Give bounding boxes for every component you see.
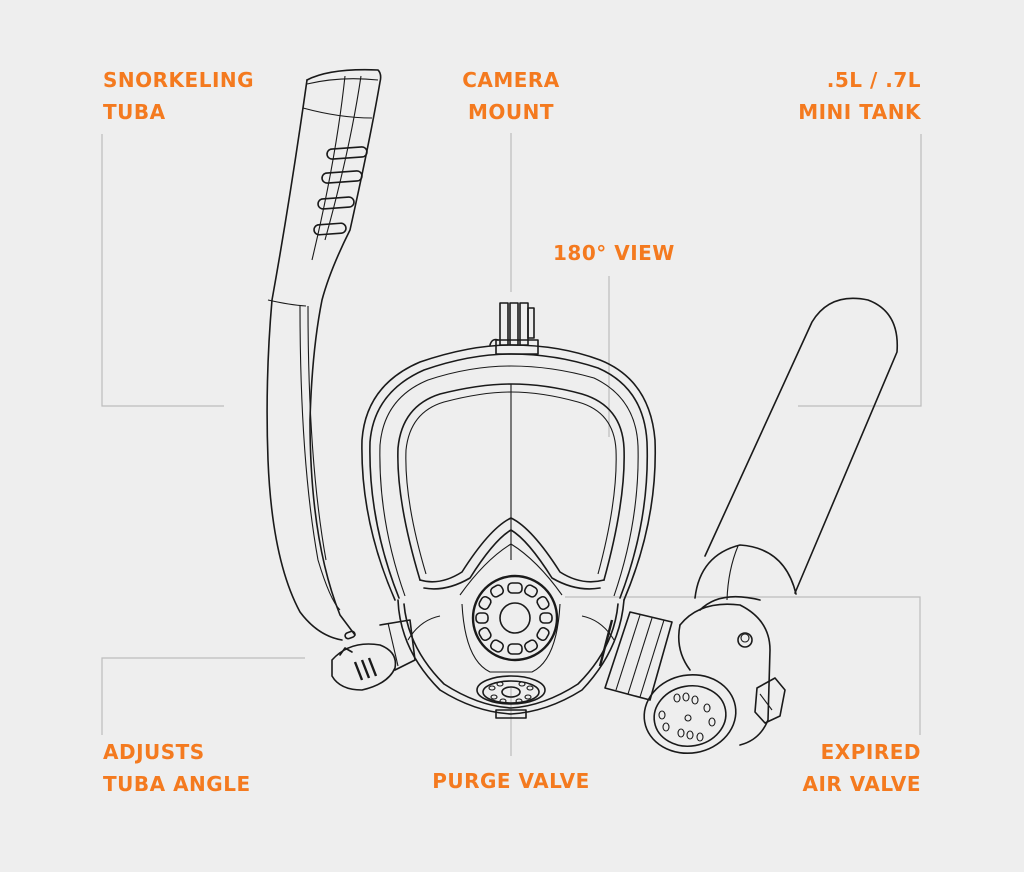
callout-text: SNORKELING: [103, 68, 255, 92]
leader-adjusts-tuba-angle: [101, 657, 305, 735]
breathing-valve: [471, 574, 559, 662]
callout-text: AIR VALVE: [802, 772, 921, 796]
callout-adjusts-tuba-angle: ADJUSTS TUBA ANGLE: [103, 736, 251, 800]
callout-text: ADJUSTS: [103, 740, 205, 764]
callout-text: 180° VIEW: [553, 241, 675, 265]
leader-mini-tank: [798, 134, 922, 407]
purge-valve: [476, 675, 546, 719]
callout-purge-valve: PURGE VALVE: [411, 765, 611, 797]
regulator: [598, 603, 786, 755]
snorkel-vents: [313, 146, 368, 236]
callout-mini-tank: .5L / .7L MINI TANK: [740, 64, 921, 128]
callout-text: .5L / .7L: [826, 68, 921, 92]
callout-text: MOUNT: [467, 100, 555, 124]
callout-text: TUBA ANGLE: [103, 772, 251, 796]
callout-text: MINI TANK: [798, 100, 921, 124]
leader-expired-air-valve: [565, 596, 921, 735]
snorkeling-tube: [266, 68, 416, 691]
callout-text: CAMERA: [462, 68, 560, 92]
camera-mount: [489, 302, 539, 355]
valve-slots: [475, 582, 553, 655]
callout-text: TUBA: [103, 100, 166, 124]
mini-tank: [694, 297, 899, 611]
callout-expired-air-valve: EXPIRED AIR VALVE: [760, 736, 921, 800]
callout-text: PURGE VALVE: [432, 769, 590, 793]
callout-180-view: 180° VIEW: [553, 237, 675, 269]
callout-snorkeling-tuba: SNORKELING TUBA: [103, 64, 254, 128]
callout-text: EXPIRED: [820, 740, 921, 764]
leader-lines: [101, 133, 922, 756]
callout-camera-mount: CAMERA MOUNT: [431, 64, 591, 128]
leader-snorkeling-tuba: [101, 134, 224, 407]
